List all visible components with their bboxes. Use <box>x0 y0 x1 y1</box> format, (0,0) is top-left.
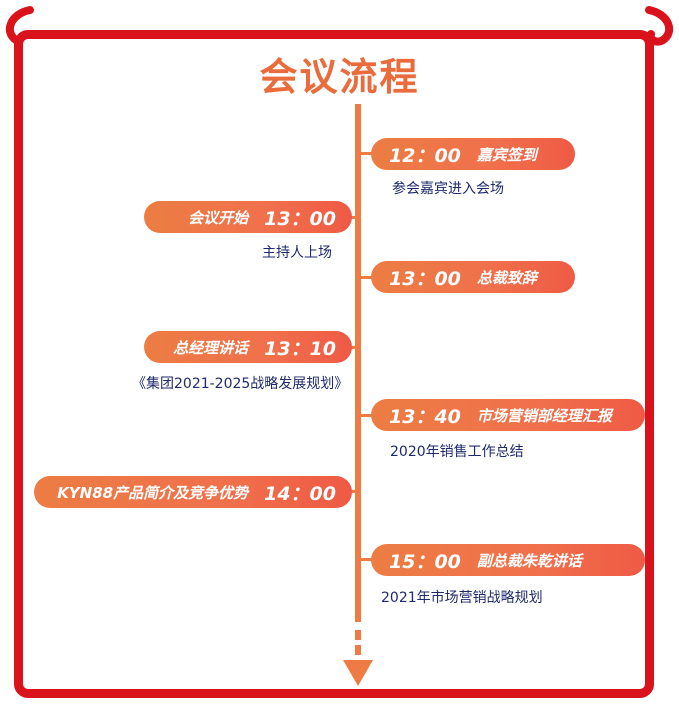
event-time: 14：00 <box>264 482 336 505</box>
event-description: 《集团2021-2025战略发展规划》 <box>132 376 349 392</box>
agenda-event-pill: 13：40 市场营销部经理汇报 <box>371 399 645 431</box>
event-name: 副总裁朱乾讲话 <box>476 551 582 570</box>
event-name: 总经理讲话 <box>173 338 249 357</box>
event-name: 市场营销部经理汇报 <box>476 406 612 425</box>
event-time: 13：00 <box>264 207 336 230</box>
agenda-event-pill: 15：00 副总裁朱乾讲话 <box>371 544 645 576</box>
event-time: 15：00 <box>389 550 461 573</box>
agenda-event-pill: 12：00 嘉宾签到 <box>371 138 575 170</box>
timeline-axis <box>355 104 361 622</box>
timeline-tick <box>361 558 375 561</box>
event-name: 会议开始 <box>188 208 249 227</box>
event-description: 2021年市场营销战略规划 <box>381 590 543 606</box>
agenda-event-pill: KYN88产品简介及竞争优势 14：00 <box>34 476 352 508</box>
agenda-event-pill: 会议开始 13：00 <box>144 201 352 233</box>
event-time: 13：10 <box>264 337 336 360</box>
timeline-tick <box>361 276 375 279</box>
page-title: 会议流程 <box>259 55 420 99</box>
agenda-event-pill: 13：00 总裁致辞 <box>371 261 575 293</box>
event-time: 13：00 <box>389 267 461 290</box>
timeline-tick <box>361 414 375 417</box>
timeline-arrow-icon <box>343 660 373 686</box>
event-name: KYN88产品简介及竞争优势 <box>57 483 249 502</box>
timeline-tick <box>361 152 375 155</box>
agenda-frame <box>14 30 654 698</box>
event-name: 总裁致辞 <box>476 268 537 287</box>
event-time: 12：00 <box>389 144 461 167</box>
agenda-event-pill: 总经理讲话 13：10 <box>144 331 352 363</box>
event-time: 13：40 <box>389 405 461 428</box>
timeline-dash <box>355 630 361 640</box>
timeline-dash <box>355 645 361 655</box>
event-description: 主持人上场 <box>262 245 332 261</box>
event-name: 嘉宾签到 <box>476 145 537 164</box>
event-description: 参会嘉宾进入会场 <box>392 181 504 197</box>
event-description: 2020年销售工作总结 <box>390 444 524 460</box>
